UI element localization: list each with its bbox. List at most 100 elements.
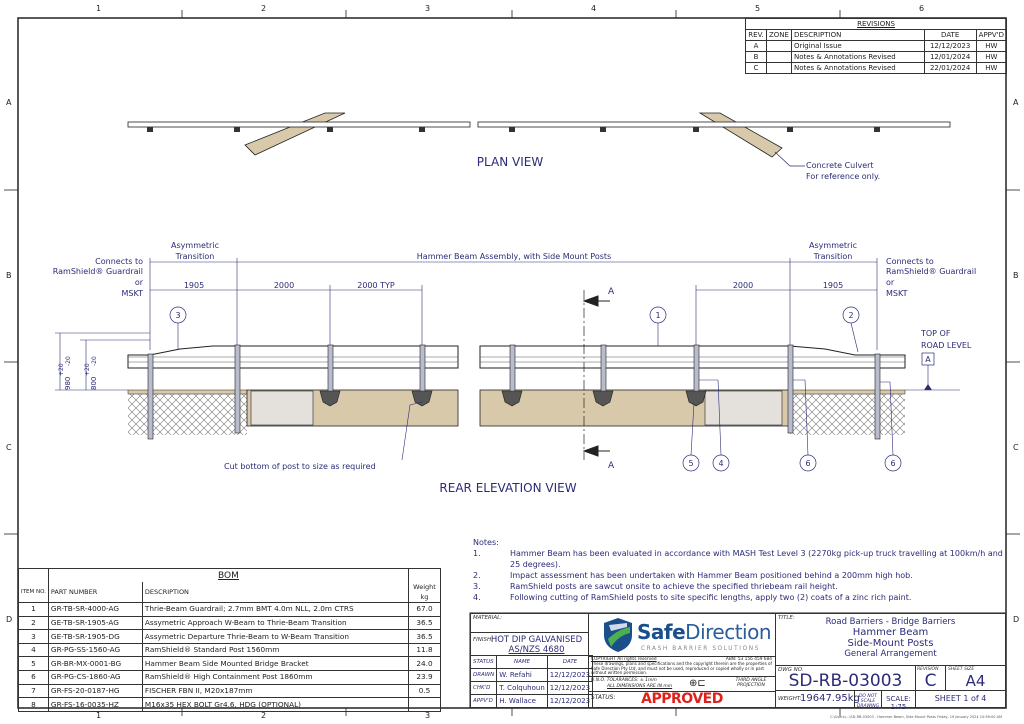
note-item: 3.RamShield posts are sawcut onsite to a… — [473, 581, 1010, 592]
finish-value: HOT DIP GALVANISED — [490, 635, 583, 645]
title-line-1: Road Barriers - Bridge Barriers — [825, 617, 956, 627]
dim-980: 980 — [64, 377, 72, 390]
copyright-label: COPYRIGHT All rights reserved — [591, 657, 657, 662]
note-item: 2.Impact assessment has been undertaken … — [473, 570, 1010, 581]
asym-right-2: Transition — [813, 252, 853, 261]
plan-rail-right — [477, 121, 951, 128]
company-block: SafeDirection CRASH BARRIER SOLUTIONS CO… — [588, 613, 776, 708]
desc-header: DESCRIPTION — [790, 29, 925, 41]
zone — [766, 62, 792, 74]
date-header: DATE — [923, 29, 977, 41]
material-label: MATERIAL: — [473, 615, 503, 621]
desc: Hammer Beam Side Mounted Bridge Bracket — [141, 656, 410, 672]
callout-5: 5 — [688, 459, 693, 468]
item: 4 — [18, 642, 49, 658]
connects-left-4: MSKT — [122, 289, 144, 298]
callout-6a: 6 — [805, 459, 810, 468]
logo-tagline: CRASH BARRIER SOLUTIONS — [641, 646, 760, 652]
plan-view-title: PLAN VIEW — [477, 155, 544, 169]
zone-ticks — [4, 10, 1020, 716]
role: DRAWN — [469, 668, 498, 682]
callout-4: 4 — [718, 459, 723, 468]
note-item: 1. Hammer Beam has been evaluated in acco… — [473, 548, 1010, 570]
note-number: 1. — [473, 549, 481, 558]
zone-row-d-right: D — [1013, 615, 1020, 624]
date: 12/12/2023 — [546, 681, 594, 695]
weight-value: 19647.95kg — [800, 693, 860, 704]
status-header: STATUS — [469, 655, 498, 669]
projection-label: THIRD ANGLE PROJECTION — [735, 678, 767, 688]
road-level-2: ROAD LEVEL — [921, 341, 972, 350]
desc: M16x35 HEX BOLT Gr4.6, HDG (OPTIONAL) — [141, 697, 410, 712]
note-text: Hammer Beam has been evaluated in accord… — [510, 549, 1003, 569]
revision-value: C — [924, 671, 937, 691]
do-not-scale: DO NOT SCALE DRAWING — [854, 690, 882, 709]
title-line-2: Hammer Beam — [852, 627, 929, 638]
weight: 11.8 — [408, 642, 441, 658]
callout-2: 2 — [848, 311, 853, 320]
appvd: HW — [975, 40, 1008, 52]
zone-row-a: A — [6, 98, 12, 107]
date: 12/12/2023 — [546, 694, 594, 708]
zone-col-2-bottom: 2 — [261, 711, 267, 720]
date-header: DATE — [546, 655, 594, 669]
callout-1: 1 — [655, 311, 660, 320]
copyright-text: These drawings, plans and specifications… — [591, 661, 772, 676]
dim-980-minus: -20 — [65, 356, 72, 366]
desc: FISCHER FBN II, M20x187mm — [141, 683, 410, 699]
culvert-right — [698, 112, 783, 158]
logo-direction: Direction — [685, 620, 772, 644]
zone-row-a-right: A — [1013, 98, 1019, 107]
dim-1905-right: 1905 — [823, 281, 843, 290]
finish-standard: AS/NZS 4680 — [508, 645, 565, 655]
zone-col-4: 4 — [591, 4, 597, 13]
name: T. Colquhoun — [496, 681, 548, 695]
tolerances: U.N.O. TOLARANCES: ± 1mm — [591, 678, 657, 683]
dim-1905-left: 1905 — [184, 281, 204, 290]
part: GR-PG-CS-1860-AG — [47, 670, 143, 685]
thrie-beam-rail — [127, 345, 906, 369]
appvd: HW — [975, 62, 1008, 74]
zone — [766, 40, 792, 52]
date: 12/12/2023 — [923, 40, 977, 52]
name-header: NAME — [496, 655, 548, 669]
section-label-bottom: A — [608, 461, 615, 471]
zone-col-3: 3 — [425, 4, 431, 13]
dim-2000-right: 2000 — [733, 281, 753, 290]
datum-a: A — [925, 355, 931, 364]
zone-col-1: 1 — [96, 4, 102, 13]
brackets — [319, 390, 707, 407]
bom-title: BOM — [47, 568, 410, 583]
role: APPV'D — [469, 694, 498, 708]
note-number: 3. — [473, 582, 481, 591]
part: GR-BR-MX-0001-BG — [47, 656, 143, 672]
appvd-header: APPV'D — [975, 29, 1008, 41]
note-text: Impact assessment has been undertaken wi… — [510, 571, 913, 580]
appvd: HW — [975, 51, 1008, 63]
zone-col-5: 5 — [755, 4, 761, 13]
zone-row-c-right: C — [1013, 443, 1019, 452]
zone-row-b-right: B — [1013, 271, 1019, 280]
callout-leaders — [177, 322, 894, 461]
dimension-lines — [55, 258, 960, 391]
footer-path: C:\Users\...\SD-RB-03003 - Hammer Beam, … — [830, 715, 1002, 719]
connects-right-2: RamShield® Guardrail — [886, 267, 976, 276]
culvert-leader — [774, 151, 805, 167]
abn: ABN: 53 156 459 684 — [725, 657, 772, 662]
status-label: STATUS: — [591, 694, 616, 701]
part: GR-TB-SR-4000-AG — [47, 602, 143, 617]
part: GE-TB-SR-1905-DG — [47, 629, 143, 644]
revision-cell: REVISION C — [915, 665, 946, 691]
item: 3 — [18, 629, 49, 644]
desc: Original Issue — [790, 40, 925, 52]
rev: A — [745, 40, 767, 52]
weight: 24.0 — [408, 656, 441, 672]
